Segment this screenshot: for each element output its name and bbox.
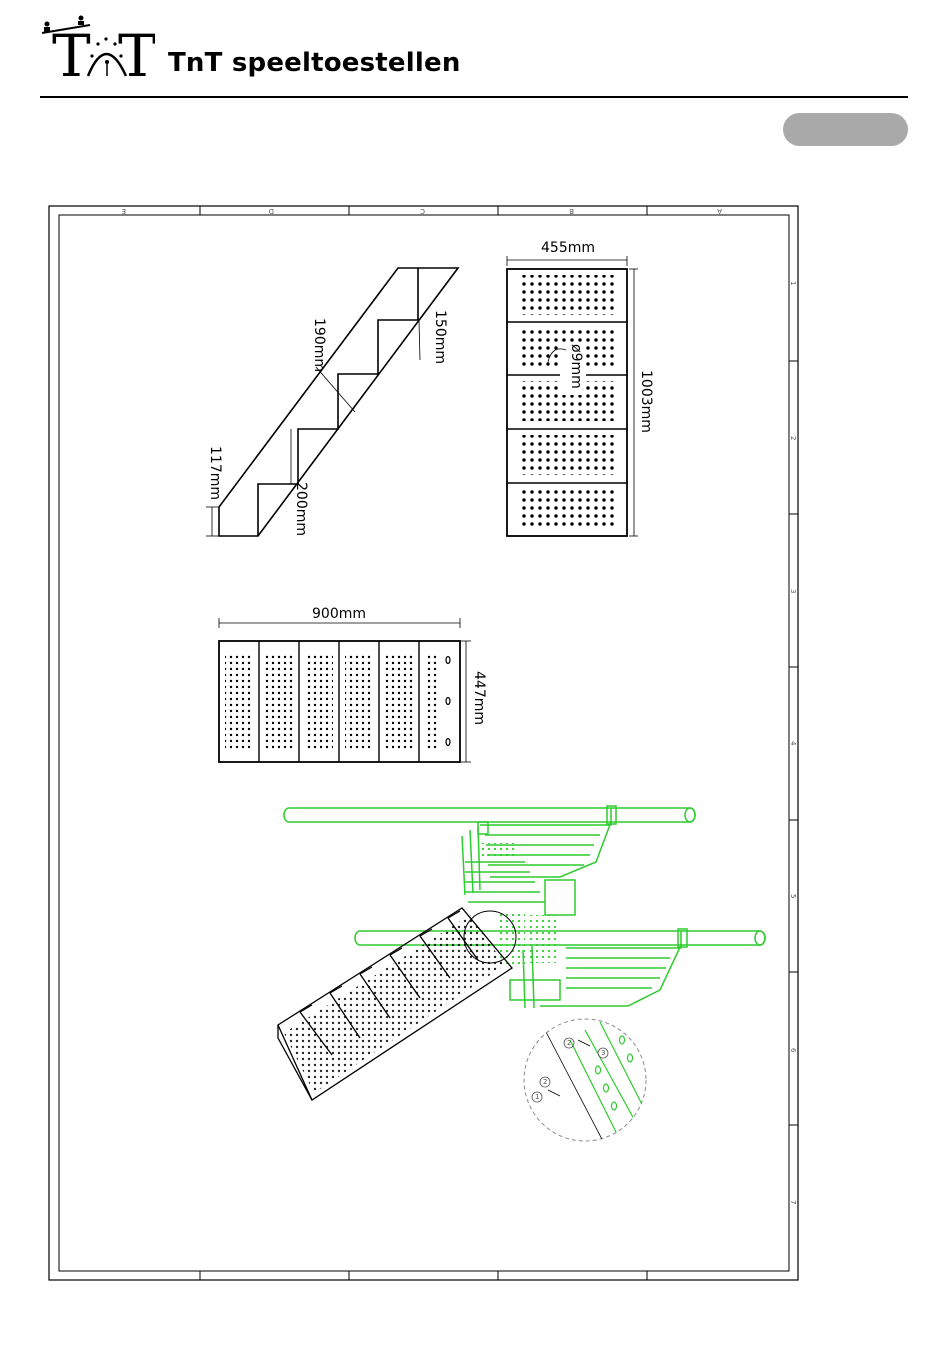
dim-190mm: 190mm	[311, 318, 327, 372]
drawing-frame-inner	[59, 215, 789, 1271]
detail-callout-2b: 2	[567, 1039, 571, 1047]
green-perforated-panel-1	[500, 912, 525, 964]
column-letter-e: E	[122, 207, 126, 215]
dim-150mm: 150mm	[432, 310, 448, 364]
detail-callout-1: 1	[535, 1093, 539, 1101]
green-frame-assembly	[284, 806, 765, 1008]
dim-447mm: 447mm	[471, 671, 487, 725]
dim-200mm: 200mm	[293, 482, 309, 536]
row-number-6: 6	[789, 1048, 797, 1053]
row-number-7: 7	[789, 1200, 797, 1204]
column-letter-c: C	[420, 207, 425, 215]
green-perforated-panel-2	[530, 915, 558, 963]
black-stair-perforation	[284, 915, 505, 1093]
stair-side-profile	[219, 268, 458, 536]
detail-view: 1 2 2 3	[524, 1019, 650, 1145]
dim-117mm: 117mm	[207, 446, 223, 500]
row-number-1: 1	[789, 281, 797, 285]
tread-plate	[507, 269, 627, 536]
detail-callout-2a: 2	[543, 1078, 547, 1086]
row-number-4: 4	[789, 741, 797, 746]
drawing-frame-outer	[49, 206, 798, 1280]
column-letter-b: B	[569, 207, 574, 215]
dim-1003mm: 1003mm	[638, 370, 654, 433]
green-perforated-panel-3	[478, 843, 518, 859]
column-letter-d: D	[269, 207, 274, 215]
dim-455mm: 455mm	[541, 240, 595, 256]
top-plate	[219, 641, 460, 762]
row-number-2: 2	[789, 436, 797, 440]
row-number-5: 5	[789, 894, 797, 898]
dim-900mm: 900mm	[312, 606, 366, 622]
dim-hole-9mm: ø9mm	[568, 344, 584, 389]
detail-callout-3: 3	[601, 1049, 605, 1057]
column-letter-a: A	[717, 207, 722, 215]
row-number-3: 3	[789, 589, 797, 593]
